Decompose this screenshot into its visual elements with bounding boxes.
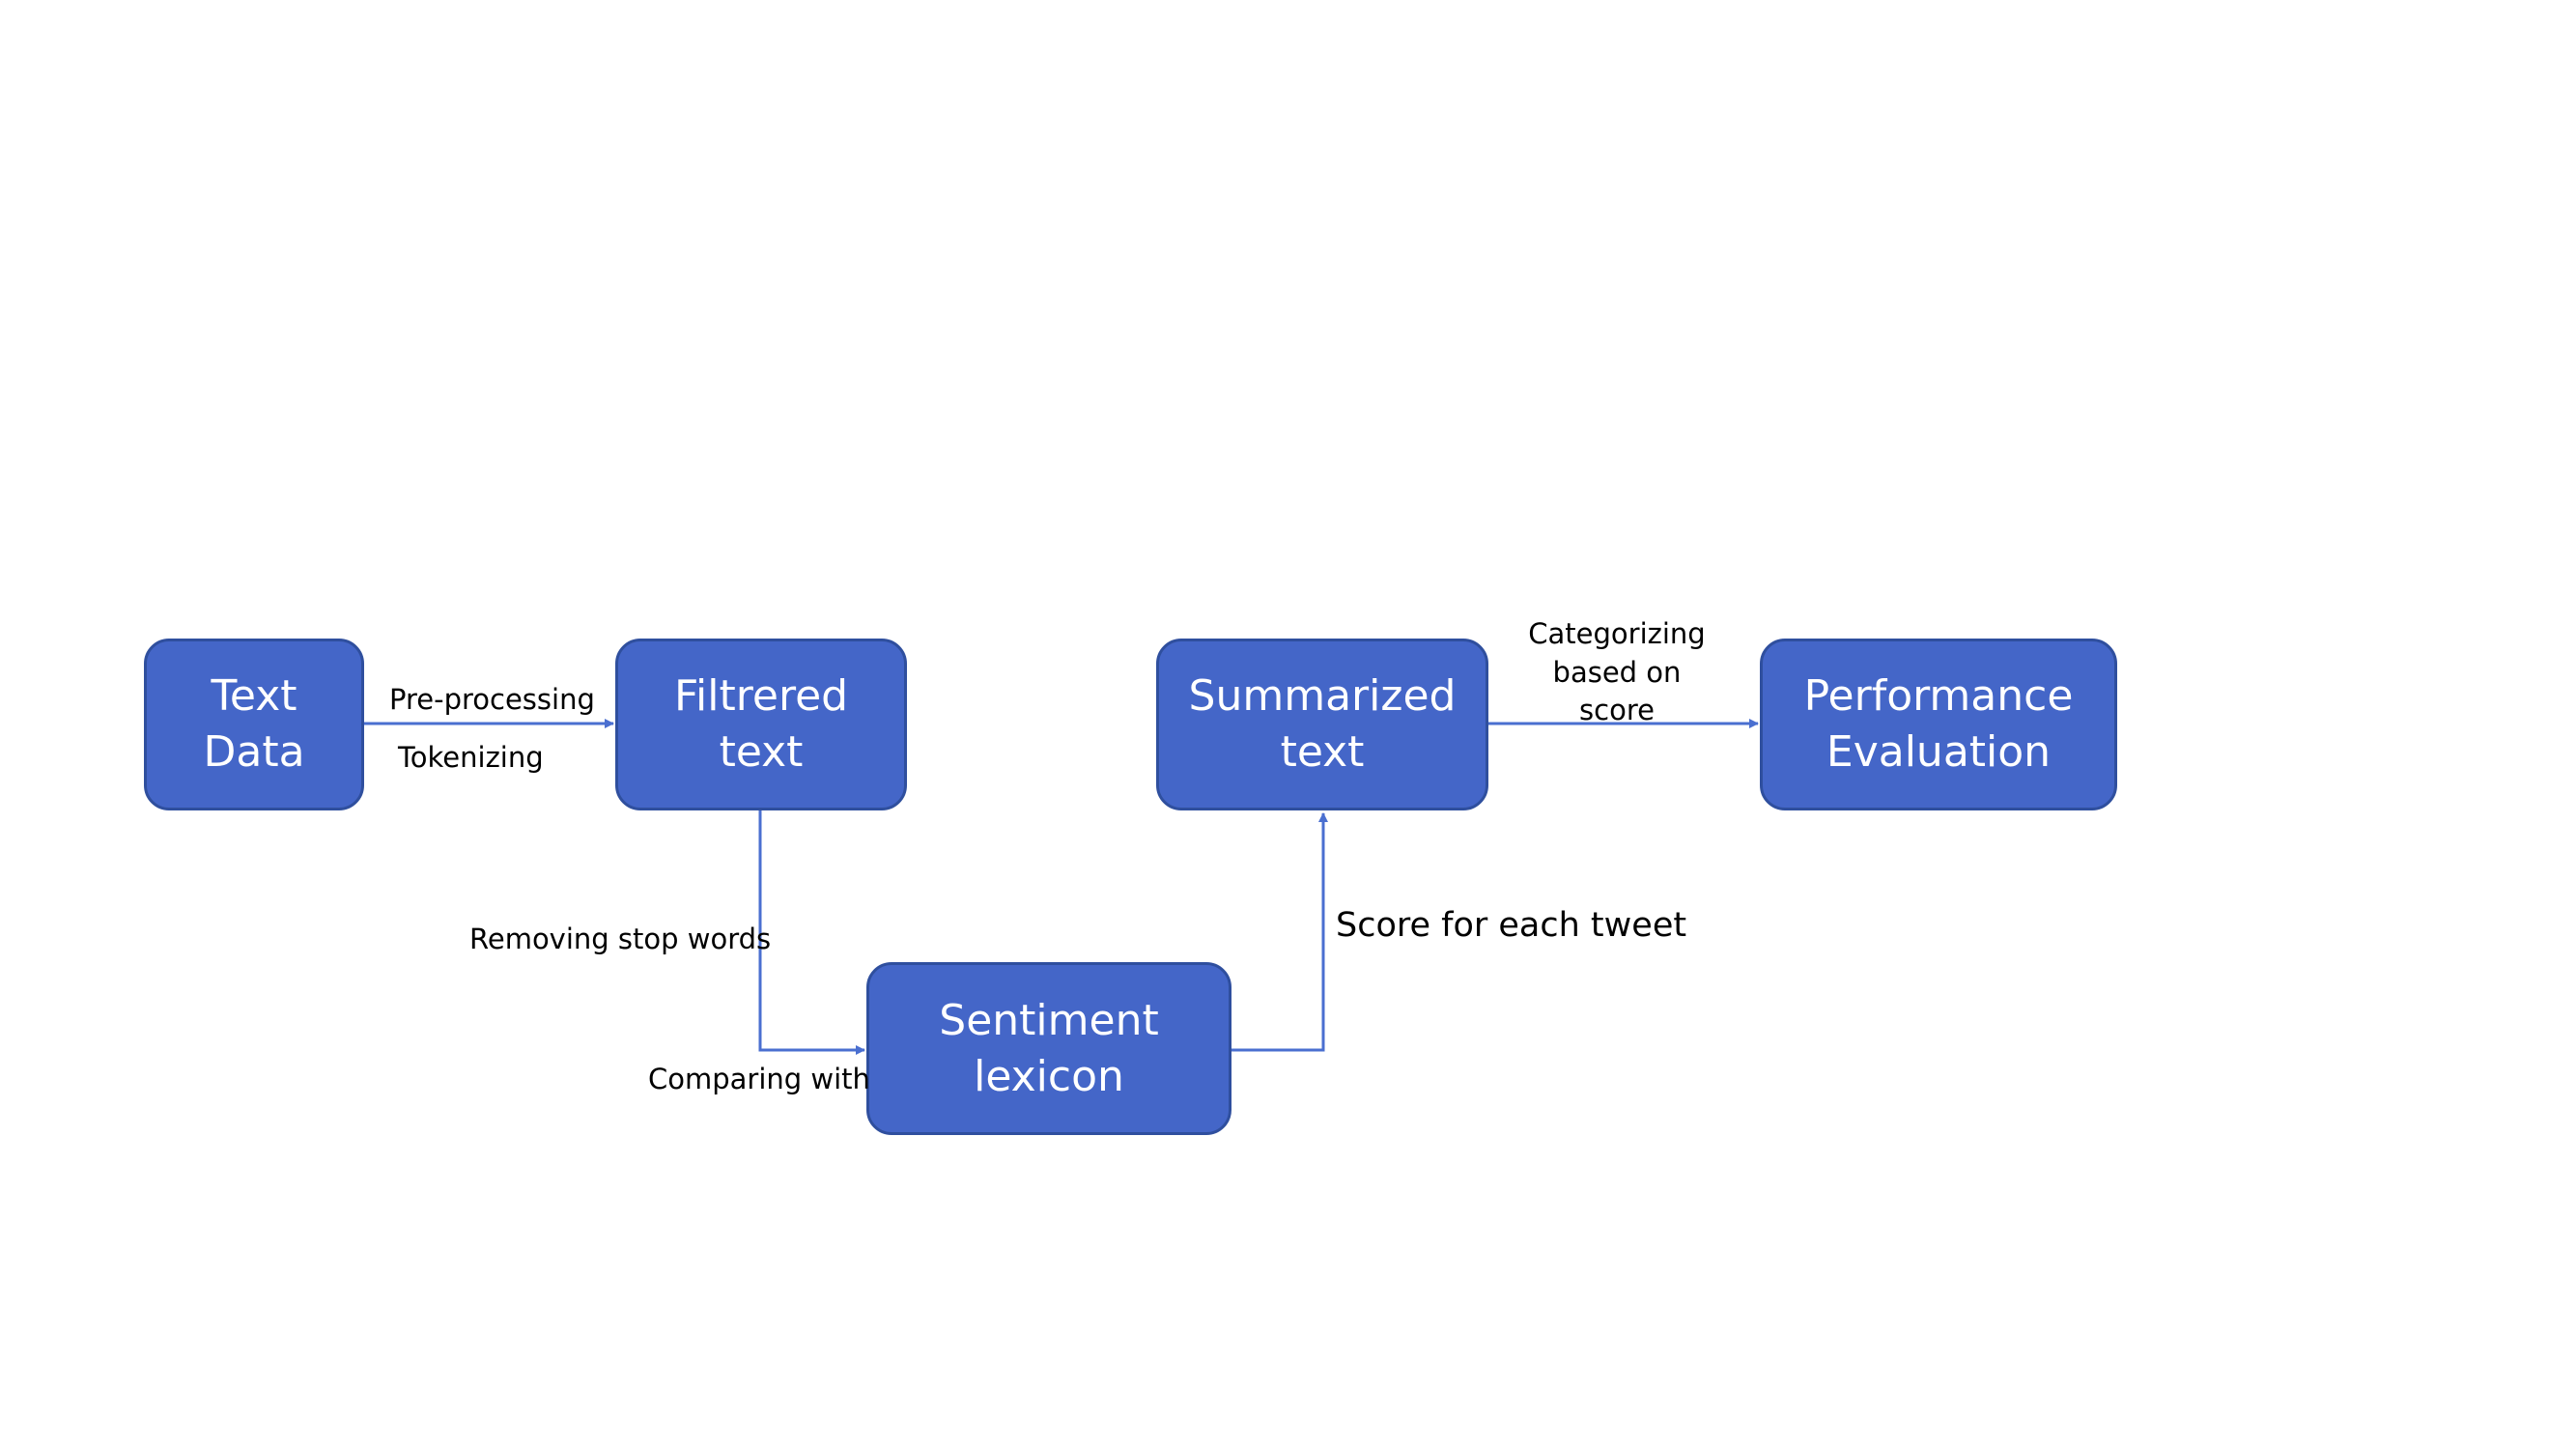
node-sentiment-lexicon-line1: Sentiment <box>939 995 1159 1045</box>
edge-label-removing-stop-words: Removing stop words <box>469 923 772 955</box>
arrow-filtered-text-to-sentiment-lexicon <box>758 810 865 1055</box>
node-performance-evaluation-line1: Performance <box>1803 671 2074 721</box>
node-summarized-text-line1: Summarized <box>1188 671 1457 721</box>
edge-label-categorizing-line2: based on <box>1552 656 1682 689</box>
arrow-sentiment-lexicon-to-summarized-text <box>1231 812 1328 1052</box>
node-summarized-text: Summarized text <box>1156 639 1488 810</box>
node-text-data-line1: Text <box>211 671 297 721</box>
node-performance-evaluation-line2: Evaluation <box>1826 727 2052 777</box>
node-filtered-text: Filtrered text <box>615 639 907 810</box>
node-text-data: Text Data <box>144 639 364 810</box>
node-filtered-text-line2: text <box>719 727 804 777</box>
node-sentiment-lexicon-line2: lexicon <box>974 1051 1124 1101</box>
edge-label-categorizing-line1: Categorizing <box>1528 617 1706 650</box>
node-sentiment-lexicon: Sentiment lexicon <box>866 962 1231 1135</box>
node-summarized-text-line2: text <box>1280 727 1365 777</box>
edge-label-pre-processing: Pre-processing <box>389 683 595 716</box>
edge-label-categorizing-line3: score <box>1579 694 1655 726</box>
node-filtered-text-line1: Filtrered <box>673 671 849 721</box>
edge-label-score-for-each-tweet: Score for each tweet <box>1336 906 1687 945</box>
edge-label-comparing-with: Comparing with <box>648 1063 870 1095</box>
edge-label-categorizing: Categorizing based on score <box>1520 614 1713 729</box>
node-text-data-line2: Data <box>203 727 305 777</box>
node-performance-evaluation: Performance Evaluation <box>1760 639 2117 810</box>
edge-label-tokenizing: Tokenizing <box>398 741 544 774</box>
